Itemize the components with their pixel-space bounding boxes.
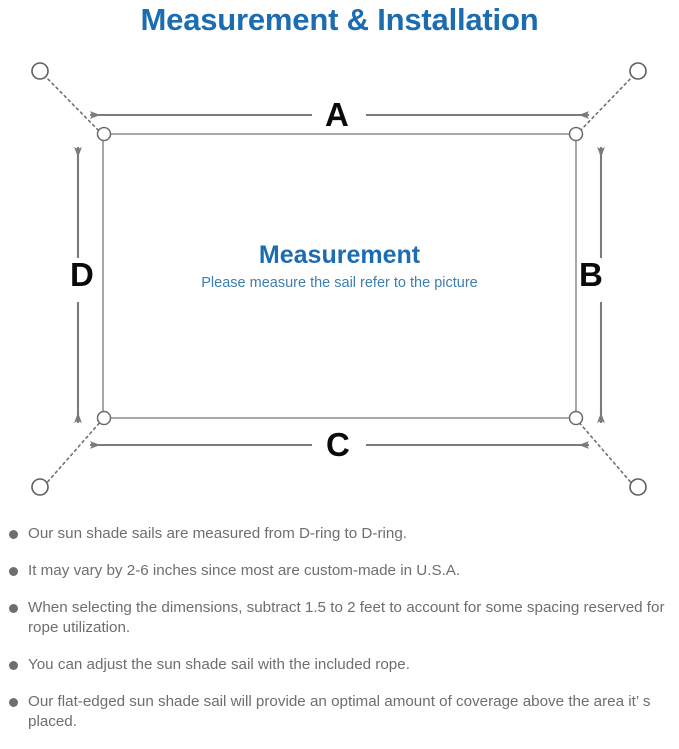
dimension-label-a: A [325, 96, 349, 133]
rope-top-right [576, 74, 635, 135]
bullet-icon [9, 661, 18, 670]
d-rings [96, 126, 584, 426]
bullet-icon [9, 604, 18, 613]
rope-lines [43, 74, 635, 487]
rope-bottom-left [43, 419, 103, 487]
rope-bottom-right [576, 419, 635, 487]
measurement-diagram [31, 62, 647, 496]
note-text: Our flat-edged sun shade sail will provi… [28, 693, 651, 730]
list-item: You can adjust the sun shade sail with t… [0, 655, 679, 675]
rope-top-left [43, 74, 103, 135]
list-item: It may vary by 2-6 inches since most are… [0, 561, 679, 581]
bullet-icon [9, 530, 18, 539]
dimension-arrows [74, 111, 605, 449]
bullet-icon [9, 698, 18, 707]
d-ring-top-left [96, 126, 112, 142]
dimension-label-b: B [579, 256, 603, 293]
d-ring-bottom-right [568, 410, 584, 426]
list-item: Our sun shade sails are measured from D-… [0, 524, 679, 544]
page-title: Measurement & Installation [140, 2, 539, 37]
anchor-ring-top-left [31, 62, 49, 80]
list-item: Our flat-edged sun shade sail will provi… [0, 692, 679, 732]
note-text: It may vary by 2-6 inches since most are… [28, 562, 461, 579]
anchor-ring-top-right [629, 62, 647, 80]
shade-sail-body [102, 133, 577, 419]
dimension-label-d: D [70, 256, 94, 293]
d-ring-top-right [568, 126, 584, 142]
anchor-rings [31, 62, 647, 496]
dimension-label-c: C [326, 426, 350, 463]
note-text: Our sun shade sails are measured from D-… [28, 525, 407, 542]
notes-list: Our sun shade sails are measured from D-… [0, 524, 679, 749]
anchor-ring-bottom-left [31, 478, 49, 496]
note-text: You can adjust the sun shade sail with t… [28, 656, 410, 673]
anchor-ring-bottom-right [629, 478, 647, 496]
bullet-icon [9, 567, 18, 576]
list-item: When selecting the dimensions, subtract … [0, 598, 679, 638]
note-text: When selecting the dimensions, subtract … [28, 599, 665, 636]
d-ring-bottom-left [96, 410, 112, 426]
